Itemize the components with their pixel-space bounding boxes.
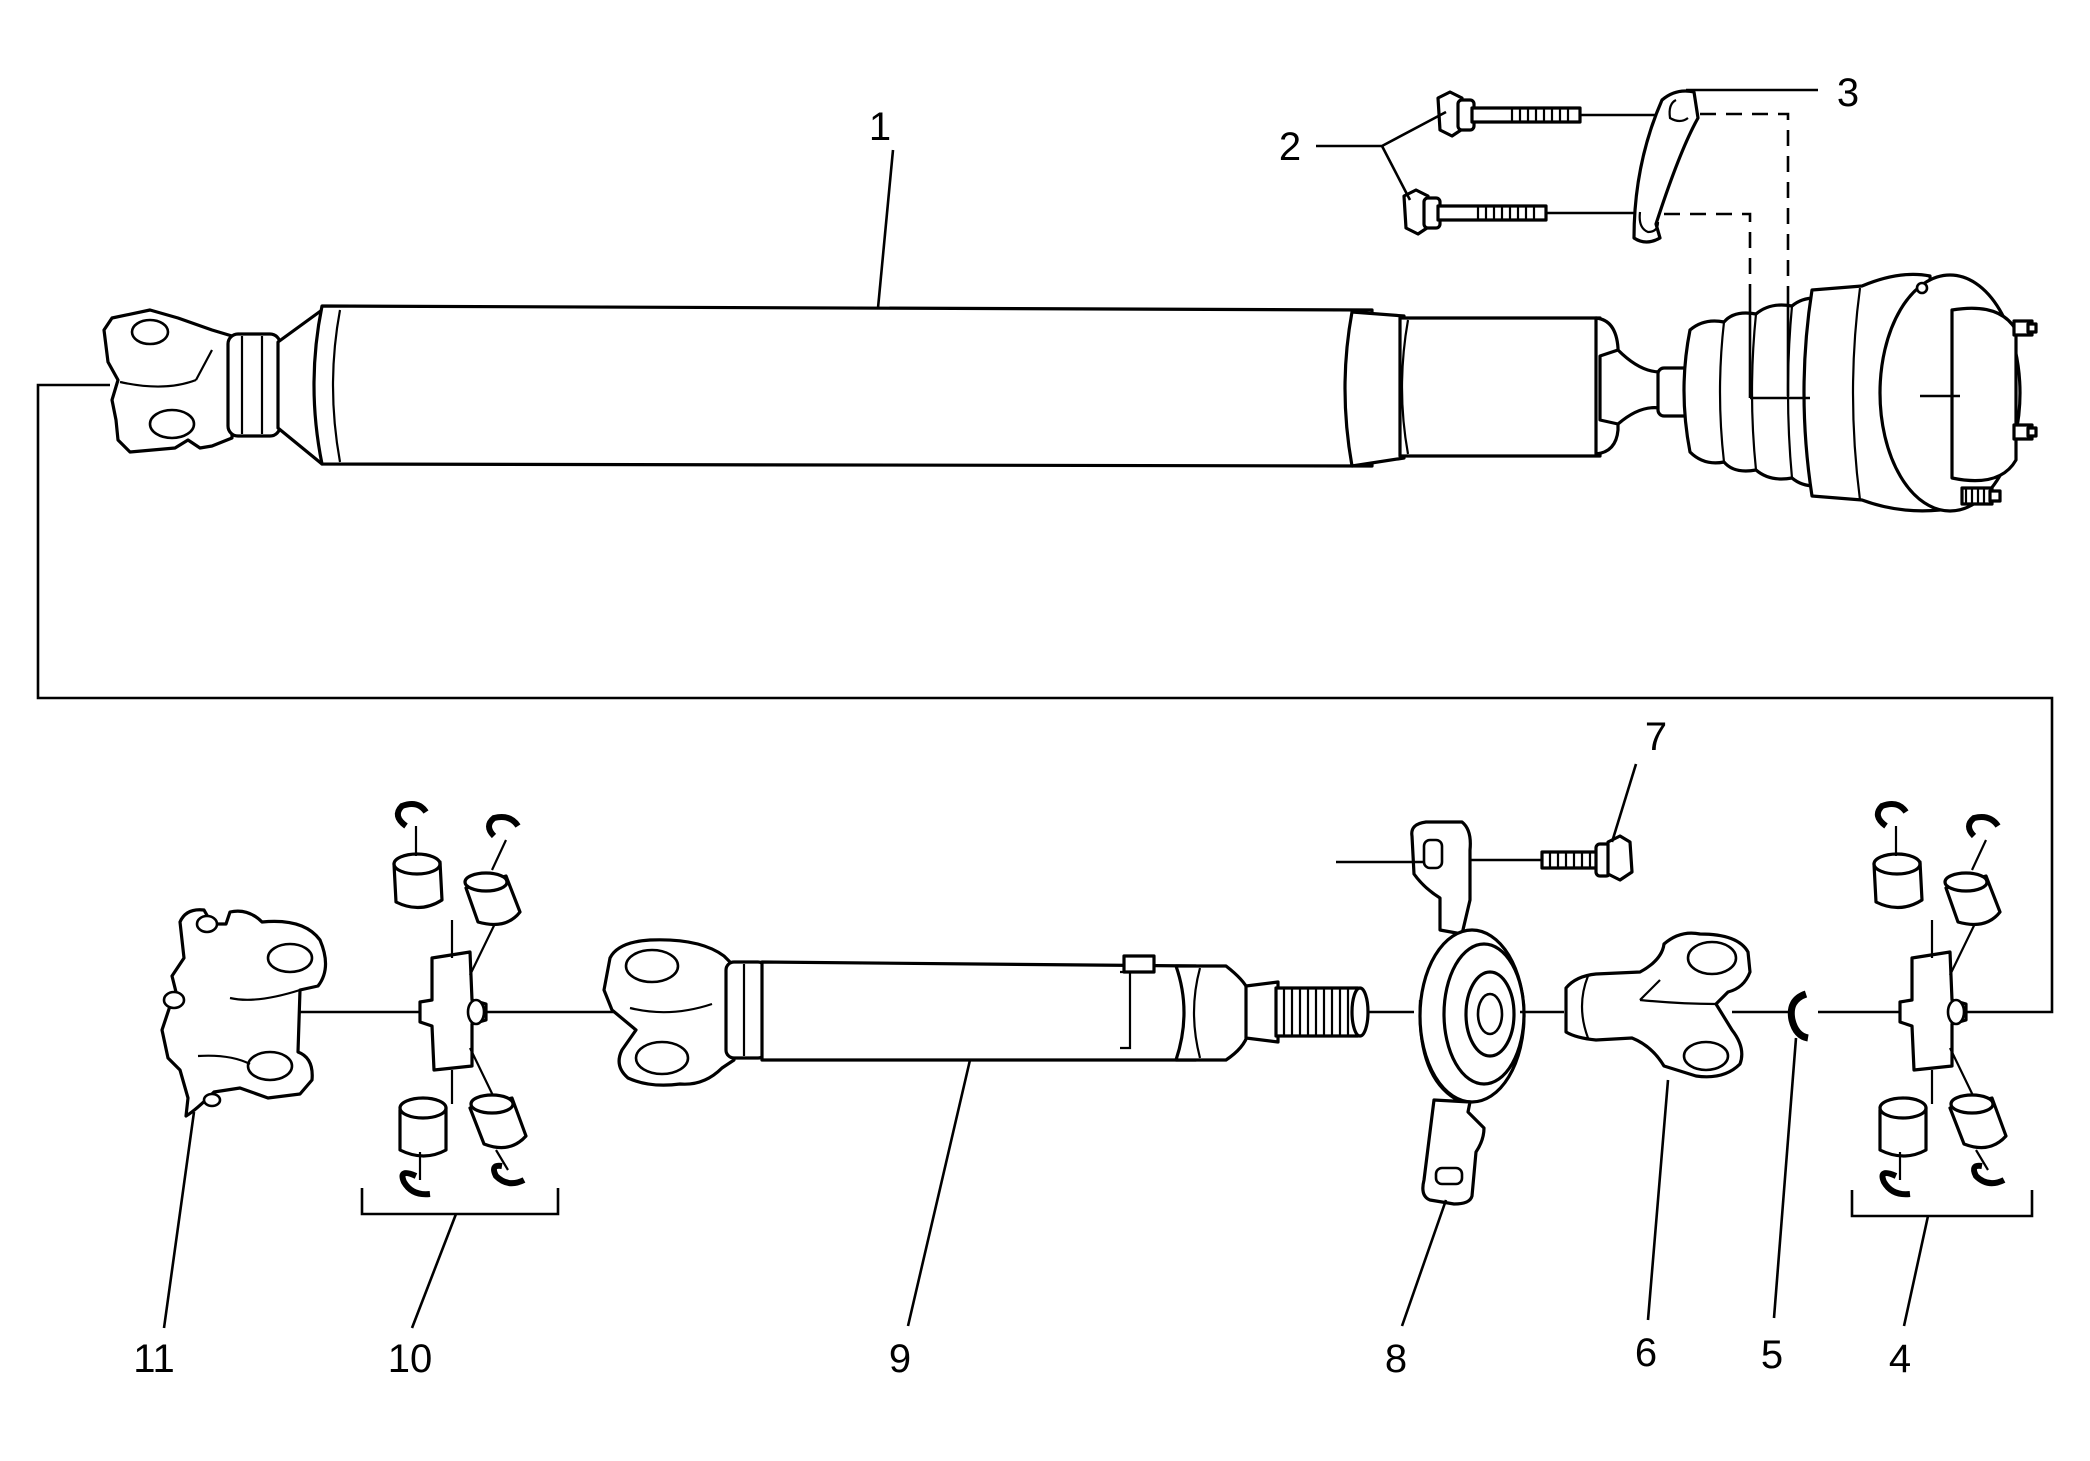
universal-joint-kit-right [1872, 801, 2008, 1198]
callout-7: 7 [1645, 715, 1667, 759]
callout-8: 8 [1385, 1337, 1407, 1381]
retaining-snap-ring [1787, 990, 1809, 1042]
callout-1: 1 [869, 105, 891, 149]
callout-2: 2 [1279, 125, 1301, 169]
leader-1 [876, 149, 895, 309]
callout-3: 3 [1837, 71, 1859, 115]
alignment-dash-upper [1700, 112, 1790, 290]
callout-6: 6 [1635, 1331, 1657, 1375]
flange-yoke [160, 908, 328, 1118]
leader-2 [1316, 110, 1447, 148]
callout-10: 10 [388, 1337, 433, 1381]
flange-bolts [1402, 90, 1582, 236]
assembly-connector-line [36, 383, 2054, 1014]
center-bearing-support [1336, 820, 1526, 1206]
bolt-retainer-plate [1632, 89, 1700, 244]
leader-7 [1610, 763, 1638, 843]
callout-9: 9 [889, 1337, 911, 1381]
leader-10 [410, 1213, 458, 1329]
leader-6 [1646, 1079, 1670, 1321]
bracket-4 [1850, 1190, 2034, 1218]
alignment-dash-lower [1664, 212, 1752, 298]
leader-4 [1902, 1215, 1930, 1327]
rear-propeller-shaft [602, 938, 1370, 1087]
flange-studs [1915, 281, 2038, 506]
leader-11 [162, 1111, 196, 1329]
upper-flange-bolt [1436, 90, 1582, 138]
callout-11: 11 [133, 1337, 175, 1381]
callout-5: 5 [1761, 1333, 1783, 1377]
bracket-10 [360, 1188, 560, 1216]
leader-8 [1400, 1199, 1448, 1327]
universal-joint-kit-left [392, 801, 528, 1198]
lower-flange-bolt [1402, 188, 1548, 236]
front-propeller-shaft [102, 272, 2038, 513]
leader-5 [1772, 1037, 1798, 1319]
slip-yoke [1564, 931, 1752, 1079]
leader-2b [1380, 145, 1412, 201]
center-bearing-bolt [1540, 834, 1634, 882]
callout-4: 4 [1889, 1337, 1911, 1381]
front-shaft-yoke [102, 308, 234, 454]
leader-9 [906, 1059, 972, 1327]
